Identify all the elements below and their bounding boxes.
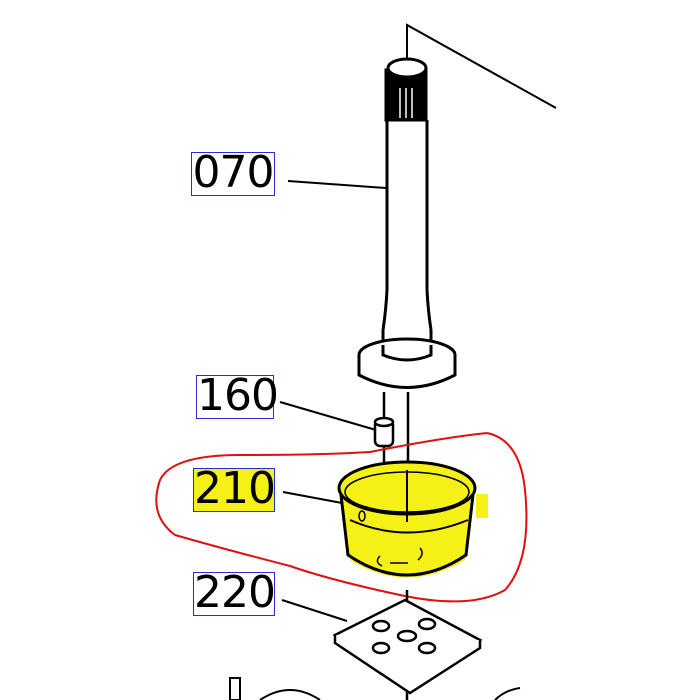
callout-220: 220 <box>193 571 276 616</box>
plate-220 <box>332 590 483 700</box>
callout-label: 210 <box>194 463 276 514</box>
cup-leader <box>282 491 343 504</box>
shaft-leader <box>287 180 387 189</box>
callout-label: 070 <box>192 147 275 198</box>
callout-210-highlighted: 210 <box>193 467 276 512</box>
annotation-circle <box>155 432 528 603</box>
shaft-070 <box>357 57 457 389</box>
callout-label: 160 <box>197 370 279 421</box>
pin-leader <box>279 401 377 431</box>
top-leader-line <box>406 23 557 109</box>
cup-210 <box>337 460 488 578</box>
bottom-partial-parts <box>229 677 521 700</box>
pin-160 <box>373 392 410 520</box>
callout-160: 160 <box>196 374 279 419</box>
callout-070: 070 <box>191 151 275 196</box>
callout-label: 220 <box>194 567 276 618</box>
plate-leader <box>281 599 348 622</box>
